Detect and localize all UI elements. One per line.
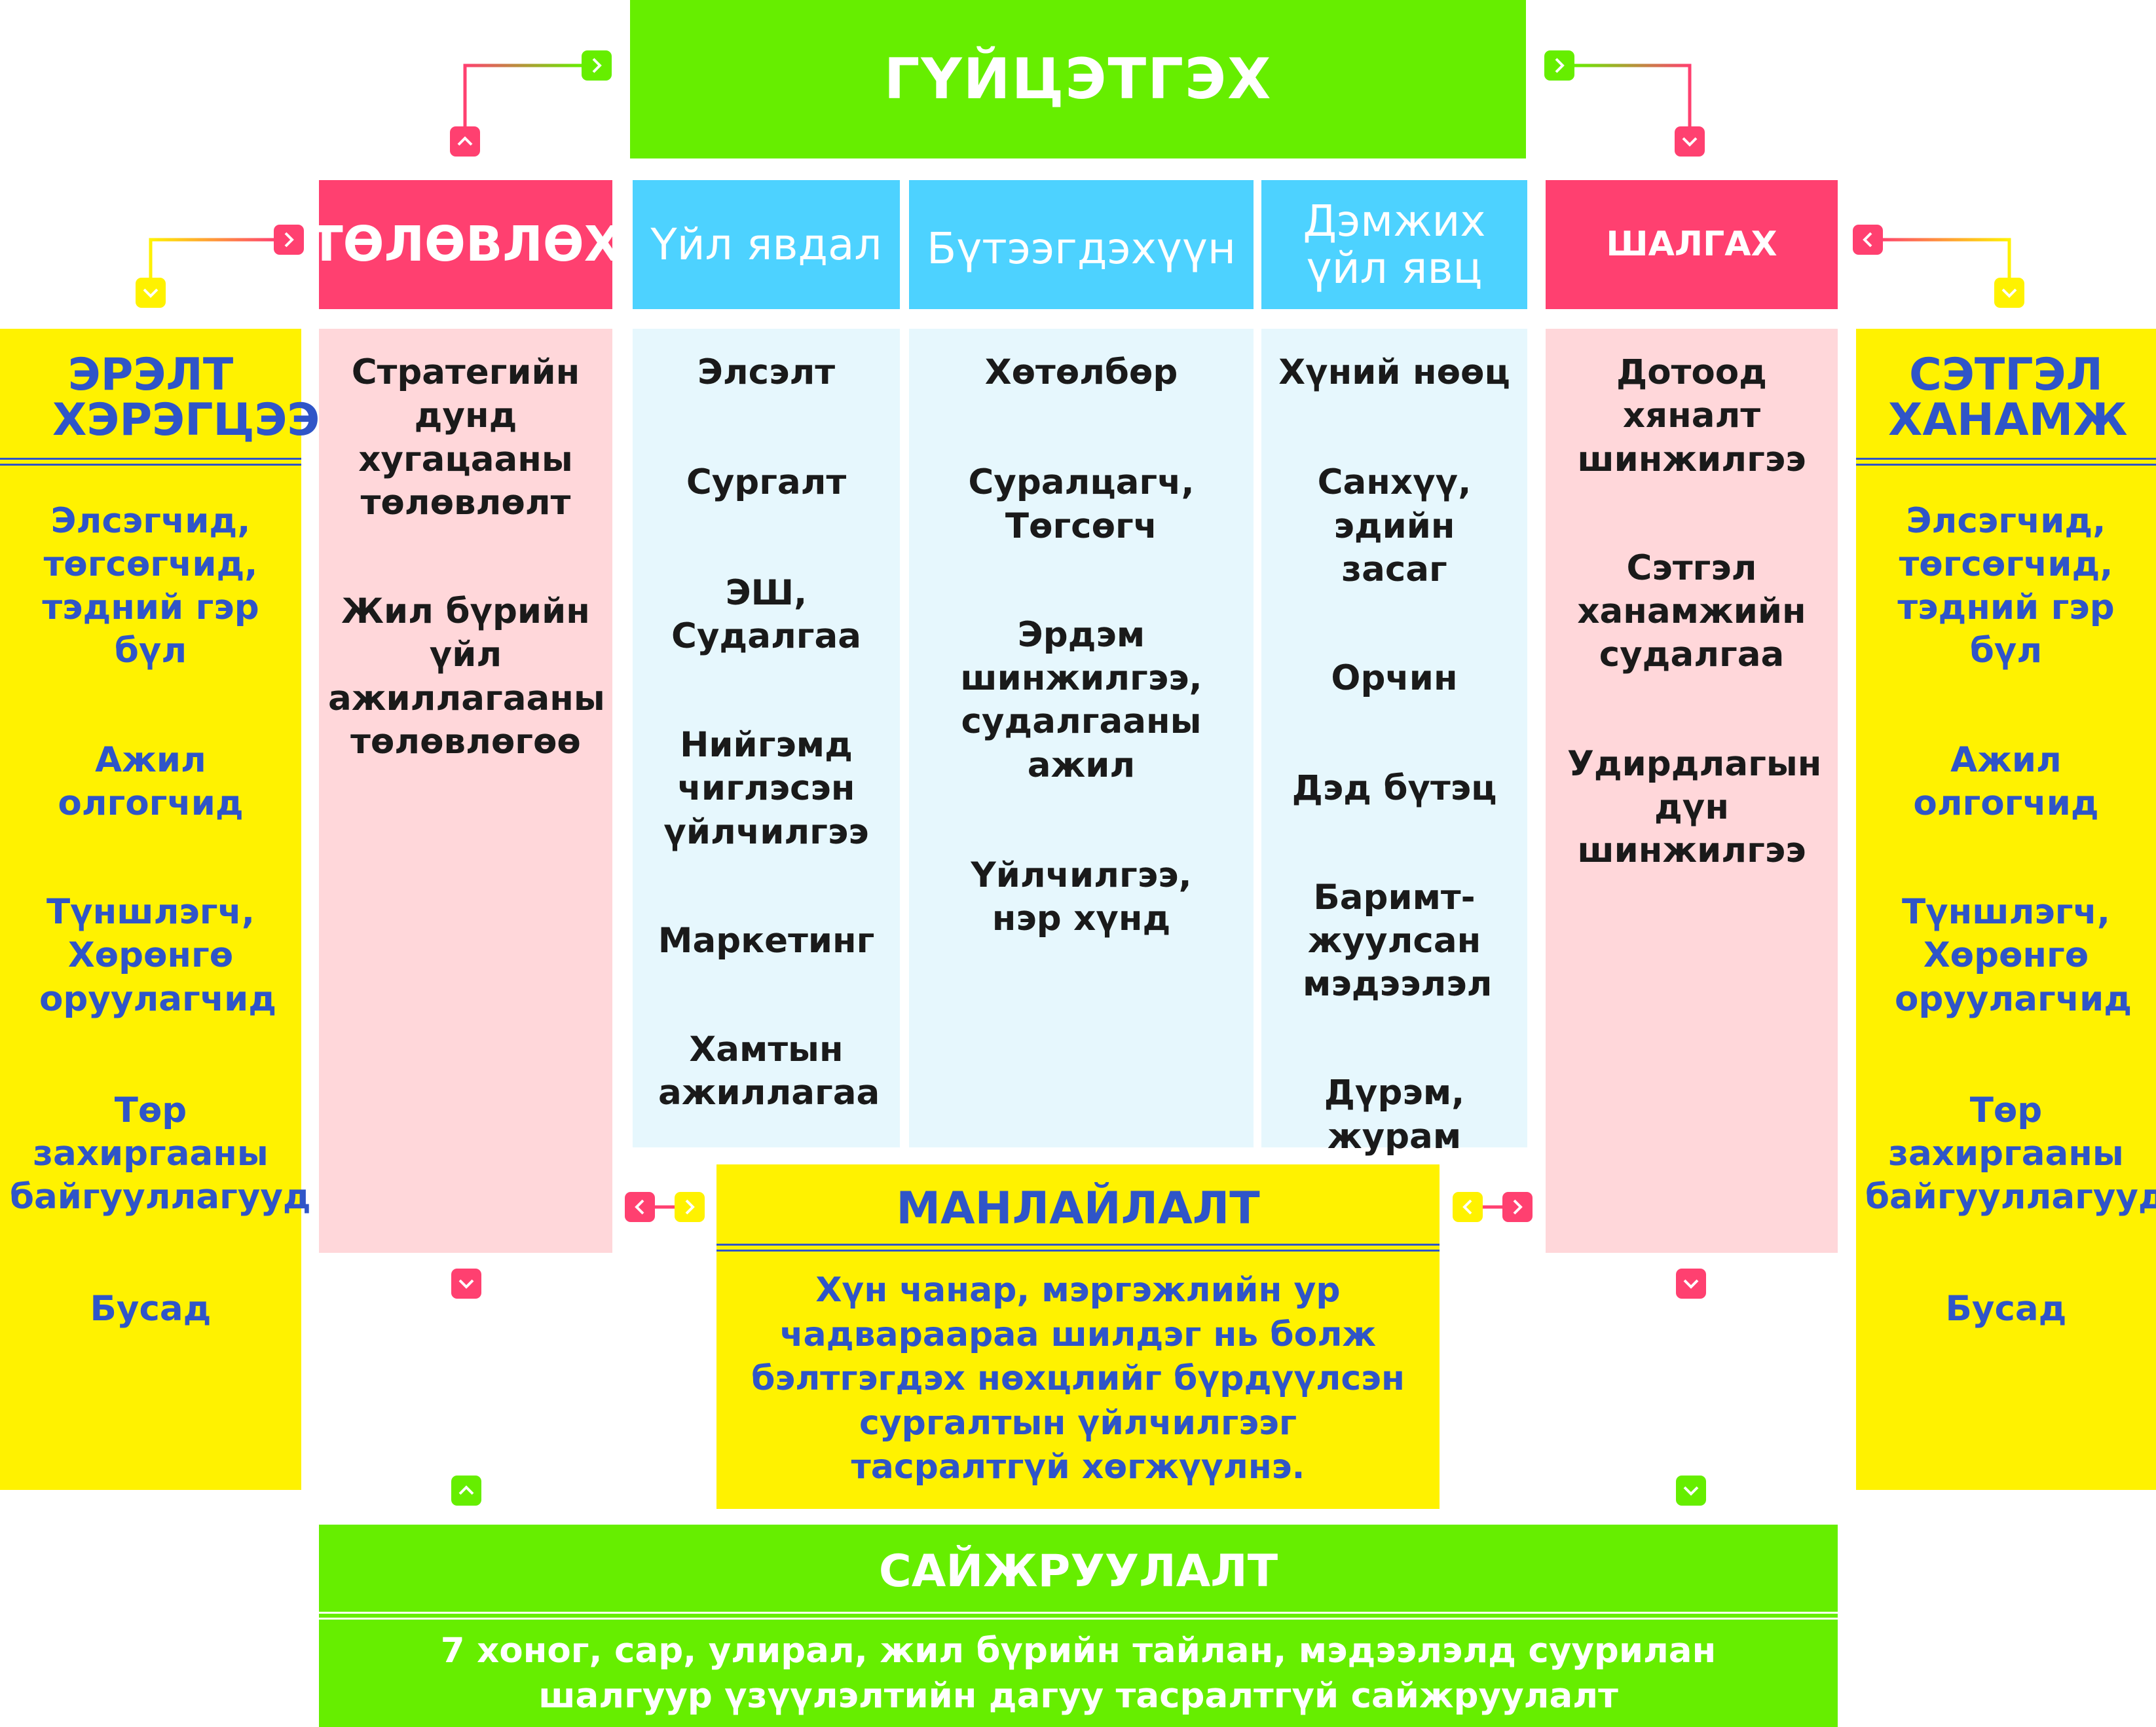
chevron-down-icon	[2001, 288, 2017, 298]
satisfaction-item: Ажил олгогчид	[1913, 739, 2099, 823]
plan-item: Жил бүрийн үйл ажиллагааны төлөвлөгөө	[328, 591, 605, 762]
chevron-left-icon	[635, 1199, 644, 1215]
chevron-right-icon	[1513, 1199, 1523, 1215]
arrow-right-button	[675, 1192, 705, 1222]
satisfaction-divider	[1856, 457, 2156, 460]
chevron-right-icon	[685, 1199, 695, 1215]
improve-text: 7 хоног, сар, улирал, жил бүрийн тайлан,…	[440, 1631, 1717, 1716]
needs-title: ЭРЭЛТ ХЭРЭГЦЭЭ	[52, 349, 320, 447]
leadership-title: МАНЛАЙЛАЛТ	[896, 1183, 1260, 1235]
chevron-left-icon	[1863, 232, 1872, 248]
product-item: Суралцагч, Төгсөгч	[968, 462, 1195, 546]
product-item: Үйлчилгээ, нэр хүнд	[971, 855, 1192, 938]
support-item: Баримт- жуулсан мэдээлэл	[1303, 877, 1493, 1005]
arrow-right-button	[1502, 1192, 1533, 1222]
leadership-panel: МАНЛАЙЛАЛТ Хүн чанар, мэргэжлийн ур чадв…	[716, 1164, 1440, 1509]
support-item: Дүрэм, журам	[1324, 1073, 1465, 1157]
product-item: Хөтөлбөр	[984, 352, 1178, 392]
product-panel: Хөтөлбөр Суралцагч, Төгсөгч Эрдэм шинжил…	[909, 329, 1254, 1147]
chevron-down-icon	[1682, 137, 1698, 147]
needs-panel: ЭРЭЛТ ХЭРЭГЦЭЭ Элсэгчид, төгсөгчид, тэдн…	[0, 329, 320, 1490]
check-item: Удирдлагын дүн шинжилгээ	[1567, 743, 1822, 871]
chevron-down-icon	[458, 1279, 474, 1289]
product-item: Эрдэм шинжилгээ, судалгааны ажил	[960, 614, 1202, 785]
arrow-down-button	[1676, 1269, 1706, 1299]
satisfaction-item: Түншлэгч, Хөрөнгө оруулагчид	[1895, 892, 2132, 1019]
improve-divider	[319, 1612, 1838, 1614]
chevron-down-icon	[1683, 1279, 1699, 1289]
process-item: ЭШ, Судалгаа	[671, 572, 862, 656]
process-item: Маркетинг	[658, 920, 875, 961]
check-header: ШАЛГАХ	[1546, 180, 1838, 309]
satisfaction-divider	[1856, 463, 2156, 466]
needs-item: Бусад	[90, 1288, 212, 1329]
plan-panel: Стратегийн дунд хугацааны төлөвлөлт Жил …	[319, 329, 612, 1253]
satisfaction-panel: СЭТГЭЛ ХАНАМЖ Элсэгчид, төгсөгчид, тэдни…	[1856, 329, 2156, 1490]
check-panel: Дотоод хяналт шинжилгээ Сэтгэл ханамжийн…	[1546, 329, 1838, 1253]
arrow-left-button	[1453, 1192, 1483, 1222]
needs-item: Элсэгчид, төгсөгчид, тэдний гэр бүл	[42, 500, 259, 671]
satisfaction-item: Төр захиргааны байгууллагууд	[1865, 1090, 2156, 1217]
satisfaction-item: Элсэгчид, төгсөгчид, тэдний гэр бүл	[1897, 500, 2115, 671]
chevron-up-icon	[457, 136, 473, 146]
do-title: ГҮЙЦЭТГЭХ	[883, 46, 1273, 112]
check-item: Сэтгэл ханамжийн судалгаа	[1577, 548, 1806, 675]
arrow-right-button	[582, 50, 612, 81]
chevron-up-icon	[458, 1485, 474, 1495]
plan-item: Стратегийн дунд хугацааны төлөвлөлт	[351, 352, 580, 523]
process-item: Сургалт	[686, 462, 847, 503]
check-title: ШАЛГАХ	[1606, 225, 1777, 265]
product-header: Бүтээгдэхүүн	[909, 180, 1254, 309]
needs-item: Ажил олгогчид	[58, 739, 244, 823]
arrow-down-button	[1676, 1476, 1706, 1506]
product-title: Бүтээгдэхүүн	[926, 223, 1236, 274]
arrow-right-button	[274, 225, 304, 255]
improve-panel: САЙЖРУУЛАЛТ 7 хоног, сар, улирал, жил бү…	[319, 1525, 1838, 1727]
leadership-divider	[716, 1244, 1440, 1246]
arrow-down-button	[136, 278, 166, 308]
needs-item: Төр захиргааны байгууллагууд	[10, 1090, 311, 1217]
needs-divider	[0, 463, 301, 466]
support-item: Хүний нөөц	[1278, 352, 1510, 392]
process-item: Хамтын ажиллагаа	[658, 1030, 880, 1113]
arrow-right-button	[1544, 50, 1574, 81]
support-panel: Хүний нөөц Санхүү, эдийн засаг Орчин Дэд…	[1261, 329, 1527, 1157]
satisfaction-title: СЭТГЭЛ ХАНАМЖ	[1888, 349, 2128, 447]
chevron-right-icon	[1555, 58, 1565, 73]
process-title: Үйл явдал	[650, 219, 882, 270]
support-item: Санхүү, эдийн засаг	[1317, 462, 1472, 589]
support-header: Дэмжих үйл явц	[1261, 180, 1527, 309]
improve-title: САЙЖРУУЛАЛТ	[878, 1546, 1278, 1597]
arrow-up-button	[451, 1476, 481, 1506]
plan-title: ТӨЛӨВЛӨХ	[310, 215, 622, 272]
arrow-left-button	[625, 1192, 655, 1222]
process-item: Элсэлт	[697, 352, 836, 392]
check-item: Дотоод хяналт шинжилгээ	[1577, 352, 1806, 479]
arrow-left-button	[1853, 225, 1883, 255]
improve-divider	[319, 1618, 1838, 1620]
process-item: Нийгэмд чиглэсэн үйлчилгээ	[663, 725, 869, 852]
needs-item: Түншлэгч, Хөрөнгө оруулагчид	[39, 892, 277, 1019]
support-item: Орчин	[1331, 658, 1458, 698]
support-item: Дэд бүтэц	[1292, 768, 1497, 809]
leadership-text: Хүн чанар, мэргэжлийн ур чадвараараа шил…	[751, 1271, 1405, 1487]
process-header: Үйл явдал	[633, 180, 900, 309]
plan-header: ТӨЛӨВЛӨХ	[310, 180, 622, 309]
leadership-divider	[716, 1250, 1440, 1252]
arrow-down-button	[451, 1269, 481, 1299]
chevron-down-icon	[143, 288, 158, 298]
process-panel: Элсэлт Сургалт ЭШ, Судалгаа Нийгэмд чигл…	[633, 329, 900, 1147]
chevron-right-icon	[284, 232, 294, 248]
chevron-right-icon	[592, 58, 602, 73]
chevron-left-icon	[1462, 1199, 1472, 1215]
do-header: ГҮЙЦЭТГЭХ	[630, 0, 1526, 158]
arrow-down-button	[1994, 278, 2024, 308]
arrow-up-button	[450, 126, 480, 157]
chevron-down-icon	[1683, 1486, 1699, 1496]
satisfaction-item: Бусад	[1945, 1288, 2067, 1329]
support-title: Дэмжих үйл явц	[1303, 196, 1486, 293]
needs-divider	[0, 457, 301, 460]
arrow-down-button	[1675, 126, 1705, 157]
